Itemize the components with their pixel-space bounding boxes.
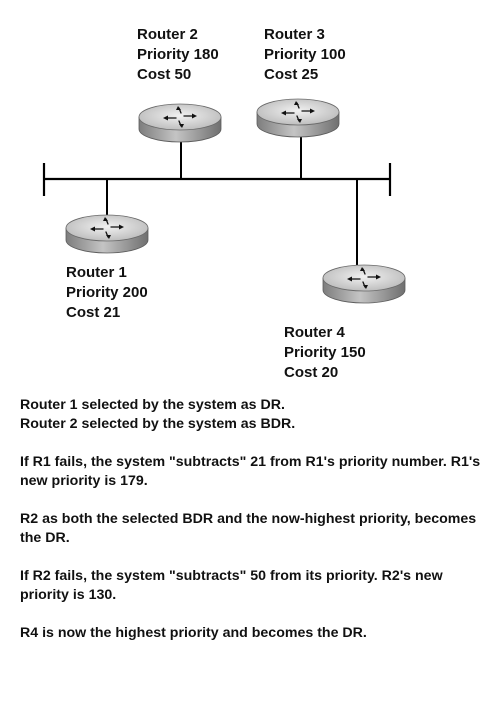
router-3-cost: Cost 25: [264, 66, 319, 83]
router-4-label: Router 4 Priority 150 Cost 20: [284, 323, 366, 383]
router-1-label: Router 1 Priority 200 Cost 21: [66, 263, 148, 323]
network-diagram: [42, 98, 406, 304]
network-bus: [42, 163, 392, 196]
explanation-paragraph-2: If R1 fails, the system "subtracts" 21 f…: [20, 454, 481, 489]
router-4-priority: Priority 150: [284, 344, 366, 361]
explanation-paragraph-1: Router 1 selected by the system as DR. R…: [20, 397, 296, 432]
router-4-name: Router 4: [284, 324, 345, 341]
router-1-priority: Priority 200: [66, 284, 148, 301]
explanation-paragraph-4: If R2 fails, the system "subtracts" 50 f…: [20, 568, 443, 603]
router-2-icon: [138, 103, 222, 143]
router-2-cost: Cost 50: [137, 66, 192, 83]
router-2-name: Router 2: [137, 26, 198, 43]
router-1-cost: Cost 21: [66, 304, 121, 321]
explanation-paragraph-3: R2 as both the selected BDR and the now-…: [20, 511, 477, 546]
router-2-label: Router 2 Priority 180 Cost 50: [137, 25, 219, 85]
router-links: [106, 130, 358, 275]
router-1-icon: [65, 214, 149, 254]
router-4-icon: [322, 264, 406, 304]
router-3-icon: [256, 98, 340, 138]
explanation-paragraph-5: R4 is now the highest priority and becom…: [20, 625, 367, 641]
router-3-priority: Priority 100: [264, 46, 346, 63]
router-1-name: Router 1: [66, 264, 127, 281]
router-3-label: Router 3 Priority 100 Cost 25: [264, 25, 346, 85]
router-2-priority: Priority 180: [137, 46, 219, 63]
router-3-name: Router 3: [264, 26, 325, 43]
explanation-text: Router 1 selected by the system as DR. R…: [20, 396, 490, 643]
router-4-cost: Cost 20: [284, 364, 339, 381]
